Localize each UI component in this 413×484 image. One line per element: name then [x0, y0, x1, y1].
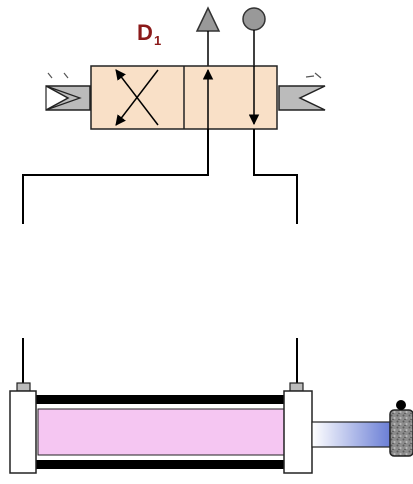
valve-envelope-parallel	[202, 66, 260, 129]
valve-body	[90, 65, 278, 130]
cylinder-port-right	[289, 382, 304, 392]
left-solenoid-icon	[45, 85, 91, 111]
left-solenoid-wedge	[45, 85, 82, 111]
valve-label: D 1	[137, 20, 161, 48]
exhaust-port-icon	[195, 6, 221, 66]
valve-label-subscript: 1	[154, 33, 161, 48]
sensor-icon	[396, 400, 406, 410]
valve-label-main: D	[137, 20, 153, 45]
pressure-source-icon	[242, 7, 266, 66]
cylinder-end-cap-left	[9, 390, 37, 474]
cylinder-end-cap-right	[283, 390, 313, 474]
valve-envelope-crossed	[115, 69, 159, 126]
rod-end-block	[389, 400, 413, 457]
valve-tick-marks	[47, 72, 322, 79]
pneumatic-lines	[22, 129, 298, 384]
cylinder-port-left	[16, 382, 31, 392]
piston-rod	[311, 421, 391, 448]
cylinder-barrel	[36, 395, 286, 469]
right-solenoid-icon	[278, 85, 326, 111]
